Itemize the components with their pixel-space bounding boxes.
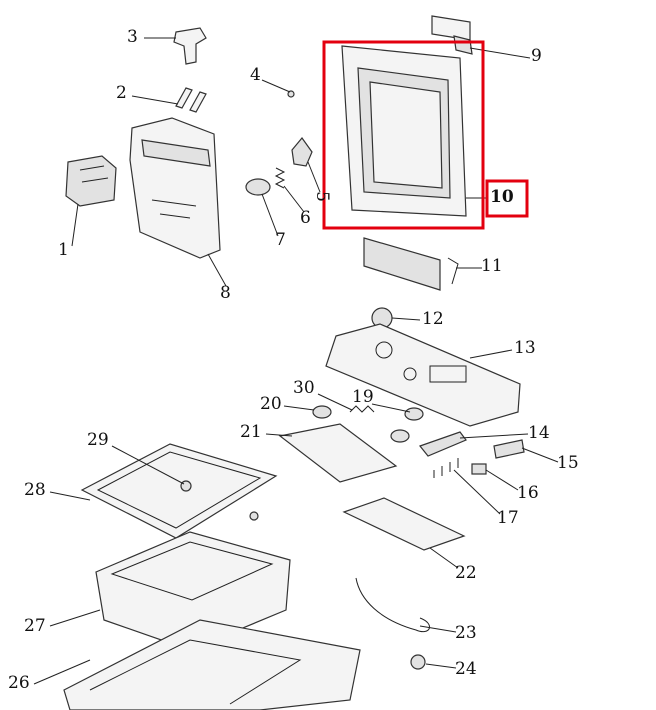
part-7-button	[245, 178, 271, 196]
callout-6: 6	[300, 208, 311, 228]
callout-17: 17	[497, 508, 519, 528]
callout-2: 2	[116, 83, 127, 103]
part-1-switch	[65, 155, 117, 207]
part-24-grommet	[410, 654, 426, 670]
callout-10: 10	[490, 187, 514, 207]
part-27-tub	[95, 531, 291, 651]
callout-8: 8	[220, 283, 231, 303]
callout-1: 1	[58, 240, 69, 260]
callout-4: 4	[250, 65, 261, 85]
callout-22: 22	[455, 563, 477, 583]
callout-11: 11	[481, 256, 503, 276]
part-10-door	[341, 45, 467, 217]
highlight-box-label-10	[485, 179, 529, 218]
part-14-board	[419, 431, 467, 457]
part-30-connector	[349, 405, 375, 413]
part-23-cable	[355, 577, 430, 632]
callout-21: 21	[240, 422, 262, 442]
callout-7: 7	[275, 230, 286, 250]
callout-3: 3	[127, 27, 138, 47]
leader-lines	[33, 37, 559, 685]
part-2-clips	[175, 87, 207, 113]
part-19-button-2	[390, 429, 410, 443]
callout-16: 16	[517, 483, 539, 503]
part-11-hinge	[363, 237, 459, 291]
callout-26: 26	[8, 673, 30, 693]
part-19-button	[404, 407, 424, 421]
part-20-button	[312, 405, 332, 419]
part-22-pcb	[342, 497, 466, 551]
callout-30: 30	[293, 378, 315, 398]
part-16-clip	[471, 463, 487, 475]
callout-15: 15	[557, 453, 579, 473]
part-3-knob	[173, 27, 207, 65]
callout-23: 23	[455, 623, 477, 643]
callout-5: 5	[311, 191, 332, 202]
callout-13: 13	[514, 338, 536, 358]
part-small-plug	[249, 511, 259, 521]
part-26-base	[63, 619, 361, 710]
part-9-handle	[431, 15, 473, 55]
part-6-spring	[274, 167, 286, 189]
part-28-29-frame	[80, 443, 278, 539]
part-8-panel	[129, 117, 221, 259]
highlight-box-part-10	[322, 40, 485, 230]
callout-24: 24	[455, 659, 477, 679]
callout-28: 28	[24, 480, 46, 500]
part-15-connector	[493, 439, 525, 459]
callout-9: 9	[531, 46, 542, 66]
part-21-holder	[278, 423, 398, 483]
part-13-control-panel	[325, 323, 521, 427]
callout-19: 19	[352, 387, 374, 407]
callout-12: 12	[422, 309, 444, 329]
callout-29: 29	[87, 430, 109, 450]
part-17-terminal	[433, 458, 459, 478]
part-4-screw	[287, 90, 295, 98]
callout-20: 20	[260, 394, 282, 414]
callout-27: 27	[24, 616, 46, 636]
part-5-lever	[291, 137, 313, 167]
callout-14: 14	[528, 423, 550, 443]
